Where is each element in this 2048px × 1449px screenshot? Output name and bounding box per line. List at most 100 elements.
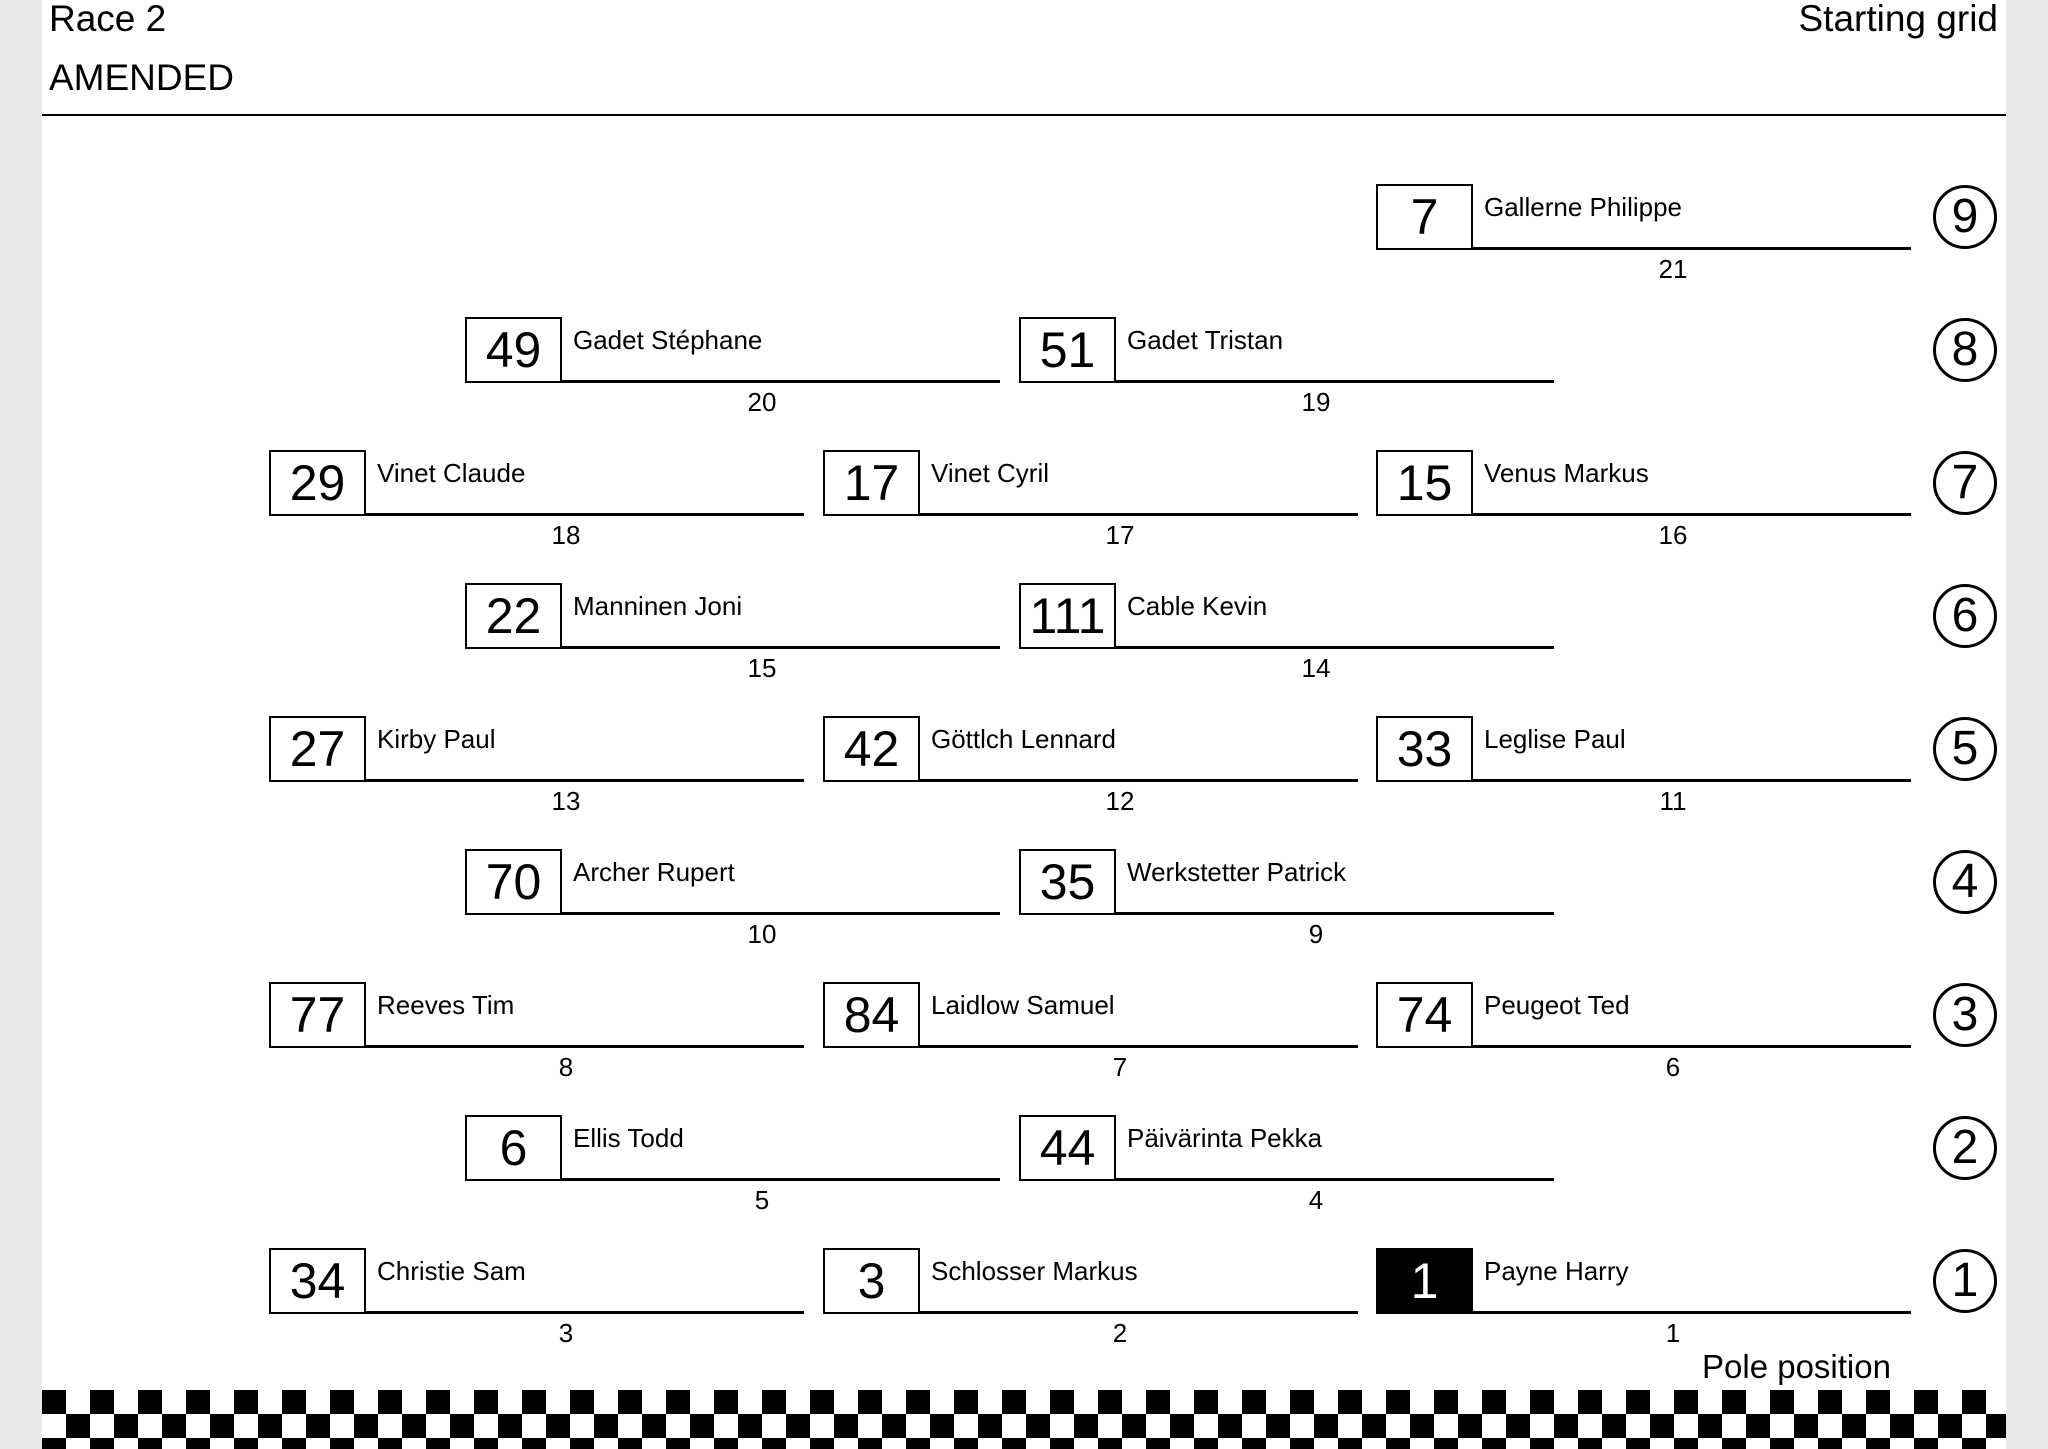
grid-position-number: 9	[1308, 919, 1324, 949]
grid-position-number: 10	[747, 919, 777, 949]
driver-name: Schlosser Markus	[931, 1256, 1138, 1286]
grid-position-number: 6	[1665, 1052, 1681, 1082]
driver-name: Gallerne Philippe	[1484, 192, 1683, 222]
slot-underline	[562, 380, 1000, 383]
driver-name: Christie Sam	[377, 1256, 526, 1286]
slot-underline	[1473, 1045, 1911, 1048]
grid-row-marker: 8	[1933, 318, 1997, 382]
grid-slot: 70 Archer Rupert 10	[465, 849, 1000, 949]
grid-position-number: 20	[747, 387, 777, 417]
grid-position-number: 8	[558, 1052, 574, 1082]
grid-slot: 15 Venus Markus 16	[1376, 450, 1911, 550]
grid-row-marker: 1	[1933, 1249, 1997, 1313]
slot-underline	[366, 1311, 804, 1314]
slot-underline	[562, 912, 1000, 915]
grid-position-number: 14	[1301, 653, 1331, 683]
car-number-box: 17	[823, 450, 920, 516]
grid-position-number: 15	[747, 653, 777, 683]
grid-slot: 29 Vinet Claude 18	[269, 450, 804, 550]
driver-name: Payne Harry	[1484, 1256, 1629, 1286]
car-number-box: 84	[823, 982, 920, 1048]
car-number-box: 3	[823, 1248, 920, 1314]
grid-position-number: 2	[1112, 1318, 1128, 1348]
grid-position-number: 13	[551, 786, 581, 816]
grid-position-number: 1	[1665, 1318, 1681, 1348]
driver-name: Archer Rupert	[573, 857, 735, 887]
grid-position-number: 18	[551, 520, 581, 550]
grid-position-number: 12	[1105, 786, 1135, 816]
driver-name: Cable Kevin	[1127, 591, 1268, 621]
car-number-box: 34	[269, 1248, 366, 1314]
car-number-box: 77	[269, 982, 366, 1048]
slot-underline	[920, 1045, 1358, 1048]
car-number-box: 74	[1376, 982, 1473, 1048]
grid-slot: 1 Payne Harry 1	[1376, 1248, 1911, 1348]
slot-underline	[1473, 779, 1911, 782]
grid-row-marker: 3	[1933, 983, 1997, 1047]
grid-row-marker: 4	[1933, 850, 1997, 914]
grid-row-marker: 7	[1933, 451, 1997, 515]
grid-slot: 77 Reeves Tim 8	[269, 982, 804, 1082]
car-number-box: 111	[1019, 583, 1116, 649]
car-number-box: 35	[1019, 849, 1116, 915]
document-type-title: Starting grid	[1798, 0, 1999, 39]
grid-slot: 74 Peugeot Ted 6	[1376, 982, 1911, 1082]
grid-row-marker: 9	[1933, 185, 1997, 249]
car-number-box: 70	[465, 849, 562, 915]
driver-name: Reeves Tim	[377, 990, 515, 1020]
slot-underline	[366, 513, 804, 516]
slot-underline	[920, 1311, 1358, 1314]
slot-underline	[1116, 912, 1554, 915]
car-number-box: 29	[269, 450, 366, 516]
slot-underline	[1473, 1311, 1911, 1314]
grid-row-marker: 2	[1933, 1116, 1997, 1180]
car-number-box: 7	[1376, 184, 1473, 250]
grid-position-number: 5	[754, 1185, 770, 1215]
pole-position-label: Pole position	[1702, 1348, 1891, 1385]
amended-status: AMENDED	[49, 57, 235, 98]
grid-row-marker: 5	[1933, 717, 1997, 781]
driver-name: Leglise Paul	[1484, 724, 1626, 754]
slot-underline	[366, 1045, 804, 1048]
car-number-box: 15	[1376, 450, 1473, 516]
grid-slot: 3 Schlosser Markus 2	[823, 1248, 1358, 1348]
grid-slot: 27 Kirby Paul 13	[269, 716, 804, 816]
car-number-box: 42	[823, 716, 920, 782]
grid-row-marker: 6	[1933, 584, 1997, 648]
slot-underline	[1473, 247, 1911, 250]
slot-underline	[920, 513, 1358, 516]
grid-slot: 22 Manninen Joni 15	[465, 583, 1000, 683]
slot-underline	[1473, 513, 1911, 516]
header-divider	[42, 114, 2006, 116]
car-number-box: 22	[465, 583, 562, 649]
driver-name: Venus Markus	[1484, 458, 1649, 488]
grid-position-number: 17	[1105, 520, 1135, 550]
driver-name: Päivärinta Pekka	[1127, 1123, 1323, 1153]
driver-name: Kirby Paul	[377, 724, 496, 754]
grid-position-number: 11	[1659, 786, 1687, 816]
driver-name: Werkstetter Patrick	[1127, 857, 1347, 887]
driver-name: Manninen Joni	[573, 591, 743, 621]
grid-slot: 111 Cable Kevin 14	[1019, 583, 1554, 683]
driver-name: Gadet Tristan	[1127, 325, 1284, 355]
driver-name: Vinet Cyril	[931, 458, 1050, 488]
driver-name: Peugeot Ted	[1484, 990, 1630, 1020]
car-number-box: 44	[1019, 1115, 1116, 1181]
slot-underline	[1116, 380, 1554, 383]
car-number-box: 27	[269, 716, 366, 782]
driver-name: Ellis Todd	[573, 1123, 684, 1153]
slot-underline	[366, 779, 804, 782]
grid-position-number: 16	[1658, 520, 1688, 550]
grid-slot: 17 Vinet Cyril 17	[823, 450, 1358, 550]
driver-name: Vinet Claude	[377, 458, 526, 488]
slot-underline	[1116, 1178, 1554, 1181]
checkered-flag-banner	[42, 1390, 2006, 1449]
car-number-box: 1	[1376, 1248, 1473, 1314]
